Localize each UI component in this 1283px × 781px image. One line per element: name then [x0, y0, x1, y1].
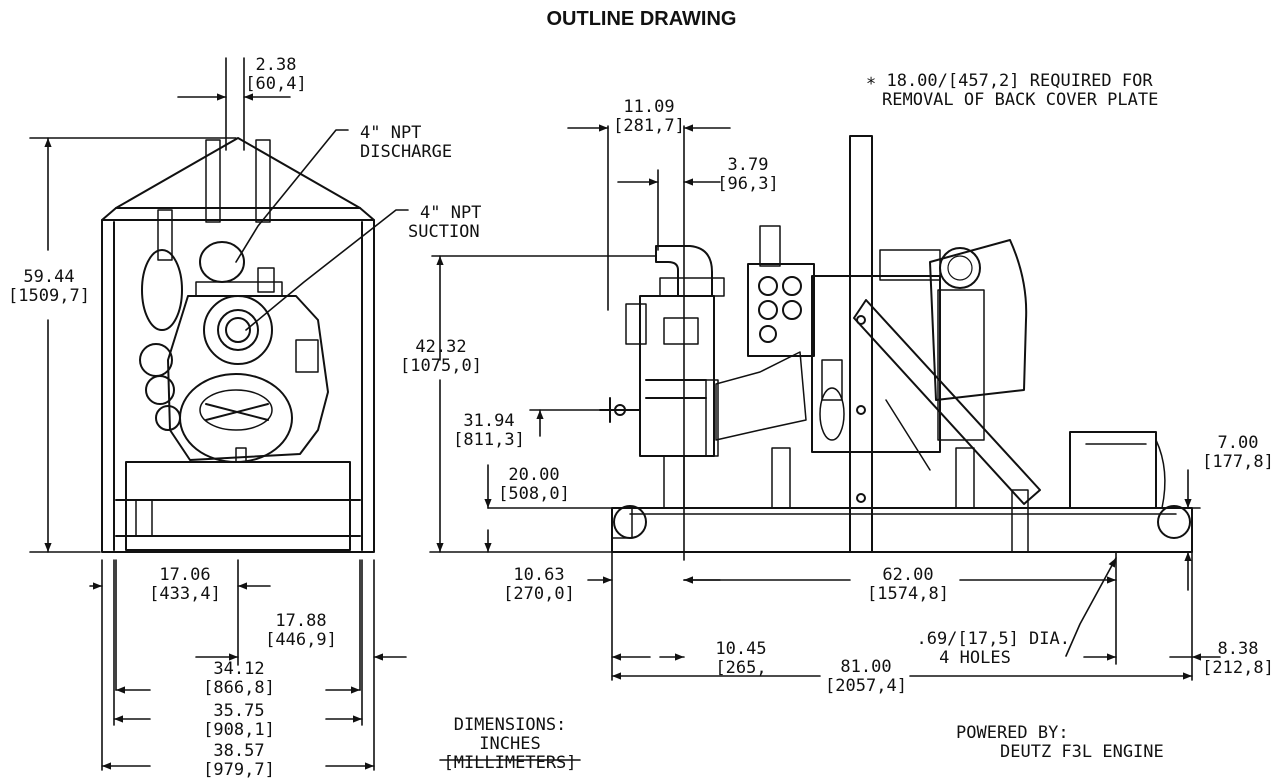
- dim-59-44: 59.44 [1509,7]: [4, 268, 94, 306]
- dim-38-57-in: 38.57: [213, 741, 265, 761]
- dim-81-00: 81.00 [2057,4]: [816, 658, 916, 696]
- dim-3-79-in: 3.79: [727, 155, 769, 175]
- dim-10-63-mm: [270,0]: [503, 584, 575, 604]
- dim-2-38-mm: [60,4]: [245, 74, 307, 94]
- dim-17-88-in: 17.88: [275, 611, 327, 631]
- removal-note-line1: ∗ 18.00/[457,2] REQUIRED FOR: [866, 71, 1153, 91]
- side-fan-shroud: [929, 239, 1028, 401]
- dim-7-00: 7.00 [177,8]: [1196, 434, 1280, 472]
- dim-10-45: 10.45 [265,: [706, 640, 776, 678]
- drawing-title: OUTLINE DRAWING: [546, 8, 737, 30]
- dim-34-12: 34.12 [866,8]: [194, 660, 284, 698]
- dim-3-79-mm: [96,3]: [717, 174, 779, 194]
- powered-by-note: POWERED BY: DEUTZ F3L ENGINE: [956, 724, 1164, 762]
- dim-7-00-mm: [177,8]: [1202, 452, 1274, 472]
- holes-note: .69/[17,5] DIA. 4 HOLES: [880, 630, 1070, 668]
- dim-10-63: 10.63 [270,0]: [494, 566, 584, 604]
- dim-59-44-mm: [1509,7]: [8, 286, 90, 306]
- dim-11-09-in: 11.09: [623, 97, 675, 117]
- dim-59-44-in: 59.44: [23, 267, 75, 287]
- side-control-panel: [747, 263, 815, 357]
- dim-31-94-in: 31.94: [463, 411, 515, 431]
- dim-81-00-in: 81.00: [840, 657, 892, 677]
- dim-10-45-in: 10.45: [715, 639, 767, 659]
- dim-17-88-mm: [446,9]: [265, 630, 337, 650]
- powered-by-line2: DEUTZ F3L ENGINE: [1000, 742, 1164, 762]
- suction-label-line2: SUCTION: [408, 222, 480, 242]
- dim-62-00-mm: [1574,8]: [867, 584, 949, 604]
- dim-81-00-mm: [2057,4]: [825, 676, 907, 696]
- front-dimensions: [29, 57, 409, 771]
- suction-label: 4" NPT SUCTION: [408, 203, 482, 242]
- dim-20-00: 20.00 [508,0]: [494, 466, 574, 504]
- dim-10-63-in: 10.63: [513, 565, 565, 585]
- dim-7-00-in: 7.00: [1217, 433, 1259, 453]
- dim-17-88: 17.88 [446,9]: [256, 612, 346, 650]
- discharge-label-line1: 4" NPT: [360, 123, 422, 143]
- dim-38-57-mm: [979,7]: [203, 760, 275, 780]
- suction-label-line1: 4" NPT: [420, 203, 482, 223]
- side-view: [599, 135, 1193, 553]
- front-muffler: [141, 249, 183, 331]
- discharge-label: 4" NPT DISCHARGE: [360, 124, 452, 162]
- holes-note-line1: .69/[17,5] DIA.: [916, 629, 1070, 649]
- units-note-line3: [MILLIMETERS]: [443, 753, 577, 773]
- dim-2-38: 2.38 [60,4]: [236, 56, 316, 94]
- dim-35-75-in: 35.75: [213, 701, 265, 721]
- side-battery: [1069, 431, 1157, 509]
- dim-31-94: 31.94 [811,3]: [444, 412, 534, 450]
- dim-35-75-mm: [908,1]: [203, 720, 275, 740]
- dim-38-57: 38.57 [979,7]: [194, 742, 284, 780]
- removal-note: ∗ 18.00/[457,2] REQUIRED FOR REMOVAL OF …: [866, 72, 1158, 110]
- units-note-line2: INCHES: [479, 734, 541, 754]
- units-note-line1: DIMENSIONS:: [453, 715, 567, 735]
- front-discharge-elbow: [199, 241, 245, 283]
- discharge-label-line2: DISCHARGE: [360, 142, 453, 162]
- dim-42-32-in: 42.32: [415, 337, 467, 357]
- dim-8-38-in: 8.38: [1217, 639, 1259, 659]
- dim-42-32: 42.32 [1075,0]: [396, 338, 486, 376]
- dim-10-45-mm: [265,: [715, 658, 767, 678]
- dim-17-06-mm: [433,4]: [149, 584, 221, 604]
- side-brace: [853, 299, 1041, 505]
- front-canopy-roof: [101, 137, 375, 221]
- dim-20-00-in: 20.00: [508, 465, 560, 485]
- dim-62-00-in: 62.00: [882, 565, 934, 585]
- side-engine: [811, 275, 941, 453]
- front-lift-post: [205, 139, 221, 223]
- dim-34-12-in: 34.12: [213, 659, 265, 679]
- dim-20-00-mm: [508,0]: [498, 484, 570, 504]
- front-engine-body: [167, 295, 329, 461]
- dim-8-38-mm: [212,8]: [1202, 658, 1274, 678]
- dim-11-09-mm: [281,7]: [613, 116, 685, 136]
- side-lift-post: [849, 135, 873, 553]
- dim-11-09: 11.09 [281,7]: [604, 98, 694, 136]
- dim-42-32-mm: [1075,0]: [400, 356, 482, 376]
- front-suction-flange: [203, 295, 273, 365]
- holes-note-line2: 4 HOLES: [939, 648, 1011, 668]
- units-note: DIMENSIONS: INCHES [MILLIMETERS]: [430, 716, 590, 773]
- dim-34-12-mm: [866,8]: [203, 678, 275, 698]
- dim-8-38: 8.38 [212,8]: [1196, 640, 1280, 678]
- dim-2-38-in: 2.38: [255, 55, 297, 75]
- front-view: [101, 137, 375, 553]
- dim-3-79: 3.79 [96,3]: [708, 156, 788, 194]
- dim-31-94-mm: [811,3]: [453, 430, 525, 450]
- side-pump-casing: [639, 295, 715, 457]
- powered-by-line1: POWERED BY:: [956, 723, 1069, 743]
- side-dimensions: [429, 124, 1221, 761]
- dim-62-00: 62.00 [1574,8]: [858, 566, 958, 604]
- front-frame: [101, 219, 375, 553]
- dim-17-06: 17.06 [433,4]: [140, 566, 230, 604]
- dim-17-06-in: 17.06: [159, 565, 211, 585]
- dim-35-75: 35.75 [908,1]: [194, 702, 284, 740]
- removal-note-line2: REMOVAL OF BACK COVER PLATE: [882, 90, 1159, 110]
